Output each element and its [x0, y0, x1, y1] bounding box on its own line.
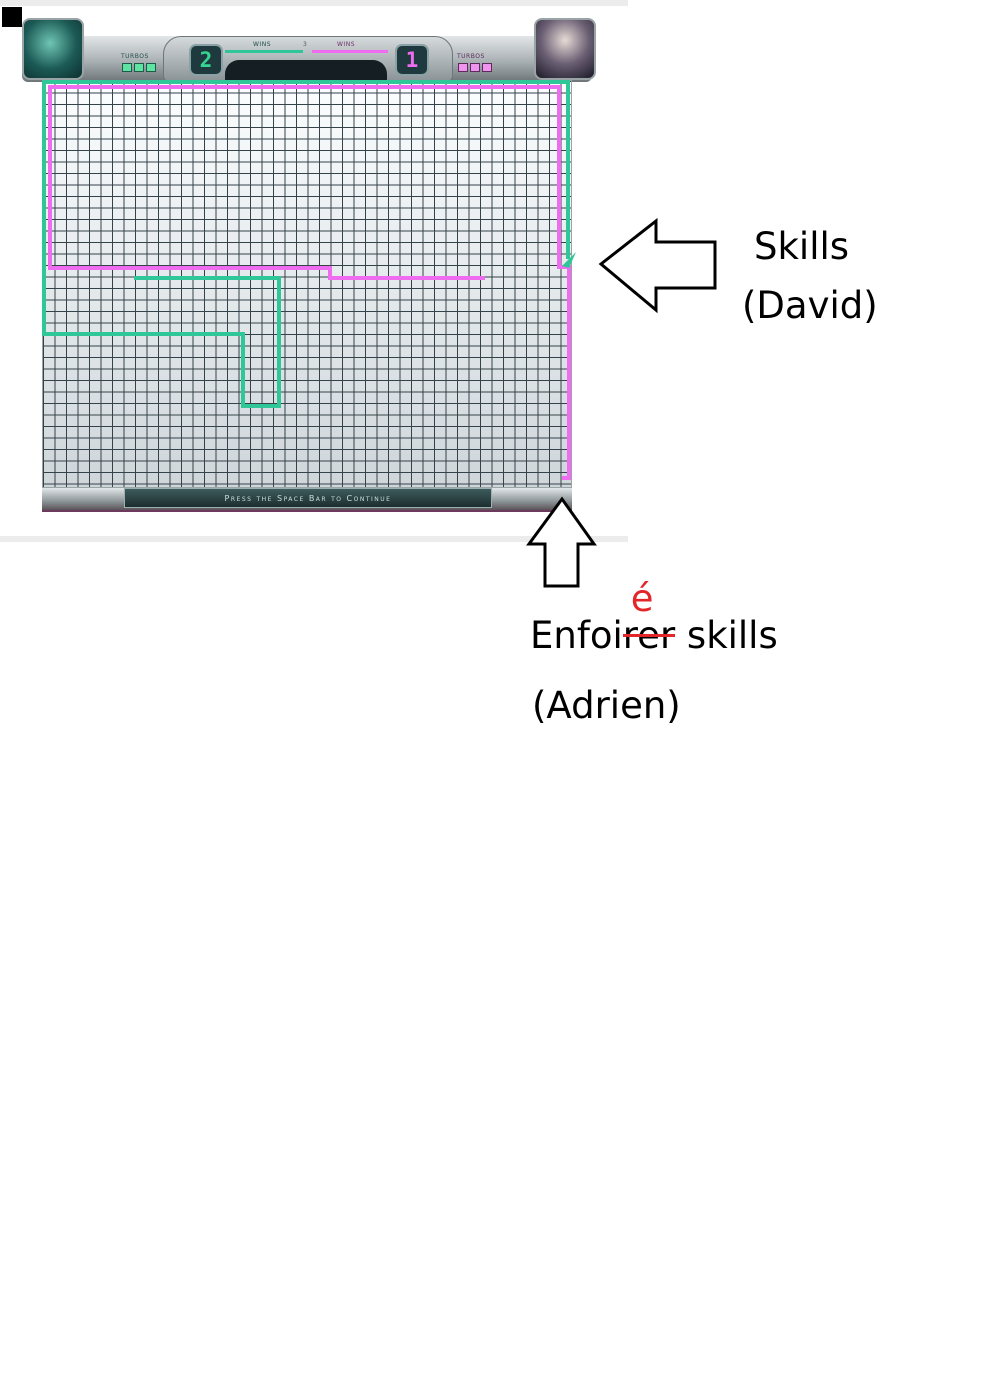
strikethrough-line — [622, 634, 676, 637]
turbos-label-right: TURBOS — [457, 53, 485, 60]
player-bike-marker — [562, 252, 576, 268]
turbo-cell-right-2 — [470, 63, 480, 72]
player-right-avatar — [534, 18, 596, 80]
wins-bar-left — [225, 50, 303, 53]
annotation-adrien-line2: (Adrien) — [532, 684, 681, 727]
wins-bar-right — [312, 50, 388, 53]
player-left-score: 2 — [189, 44, 223, 76]
continue-prompt[interactable]: Press the Space Bar to Continue — [124, 488, 492, 508]
pink-trail — [48, 85, 571, 480]
wins-label-right: WINS — [337, 41, 355, 48]
annotation-adrien-prefix: Enfoi — [530, 614, 623, 657]
turbos-label-left: TURBOS — [121, 53, 149, 60]
light-trails — [42, 80, 576, 480]
turbo-cell-right-3 — [482, 63, 492, 72]
turbo-cell-left-3 — [146, 63, 156, 72]
left-arrow-icon — [598, 218, 717, 314]
turbo-cell-right-1 — [458, 63, 468, 72]
up-arrow-icon — [526, 496, 597, 588]
annotation-adrien-correction: é — [630, 577, 654, 620]
annotation-david-line1: Skills — [754, 225, 850, 268]
wins-center-value: 3 — [303, 41, 308, 48]
wins-label-left: WINS — [253, 41, 271, 48]
game-arena-grid — [42, 80, 572, 488]
player-left-avatar — [22, 18, 84, 80]
top-band — [0, 0, 628, 6]
turbo-cell-left-2 — [134, 63, 144, 72]
green-trail — [42, 80, 570, 334]
annotation-adrien-suffix: skills — [675, 614, 778, 657]
turbo-cell-left-1 — [122, 63, 132, 72]
player-right-score: 1 — [395, 44, 429, 76]
green-trail-segment — [42, 240, 281, 408]
annotation-david-line2: (David) — [742, 284, 878, 327]
corner-marker — [2, 7, 22, 27]
bottom-band — [0, 536, 628, 542]
